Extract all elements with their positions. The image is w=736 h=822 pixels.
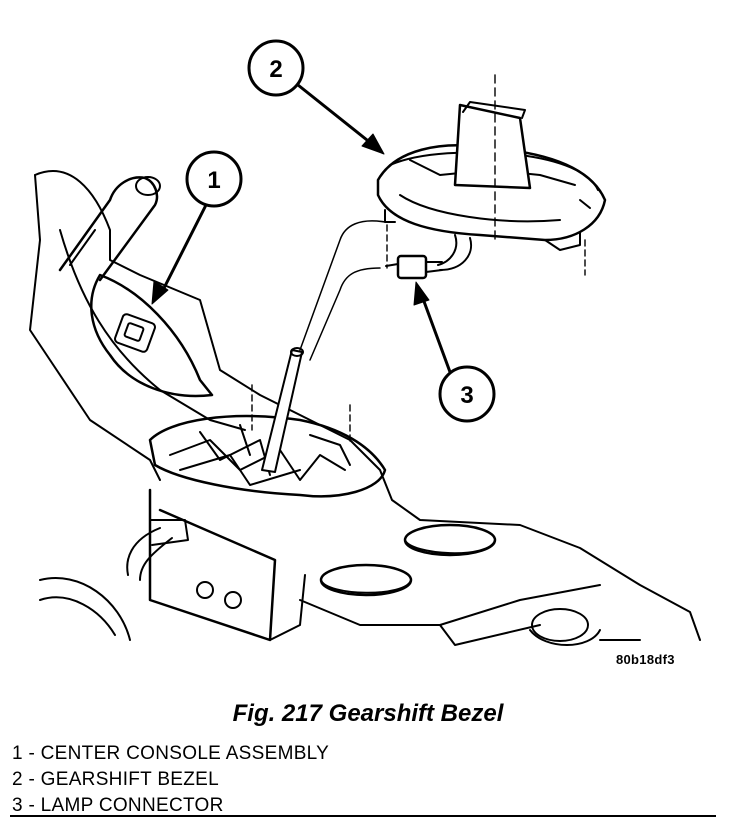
callout-3: 3 (413, 281, 496, 423)
callout-2-number: 2 (269, 56, 282, 83)
callout-2-leader-arrow (296, 83, 374, 146)
figure-caption: Fig. 217 Gearshift Bezel (232, 700, 504, 727)
callout-1-number: 1 (207, 167, 220, 194)
legend-item-1: 1 - CENTER CONSOLE ASSEMBLY (12, 743, 330, 764)
bottom-rule (10, 815, 716, 817)
gearshift-bezel-illustration: 1 2 3 (29, 39, 701, 646)
callout-2-circle (247, 39, 305, 97)
callout-1: 1 (151, 150, 243, 305)
callout-3-number: 3 (460, 382, 473, 409)
callout-2: 2 (247, 39, 385, 155)
legend: 1 - CENTER CONSOLE ASSEMBLY 2 - GEARSHIF… (12, 741, 329, 819)
legend-item-3: 3 - LAMP CONNECTOR (12, 795, 224, 816)
callout-1-circle (185, 150, 243, 208)
exploded-view-guide-line (299, 220, 386, 361)
callout-3-leader-arrow (420, 294, 452, 374)
callout-1-leader-arrow (160, 203, 208, 294)
legend-item-2: 2 - GEARSHIFT BEZEL (12, 769, 220, 790)
gearshift-bezel (376, 74, 607, 276)
center-console-assembly (29, 170, 701, 646)
callout-3-circle (438, 365, 496, 423)
lamp-connector (385, 254, 443, 280)
image-id-label: 80b18df3 (616, 652, 675, 667)
